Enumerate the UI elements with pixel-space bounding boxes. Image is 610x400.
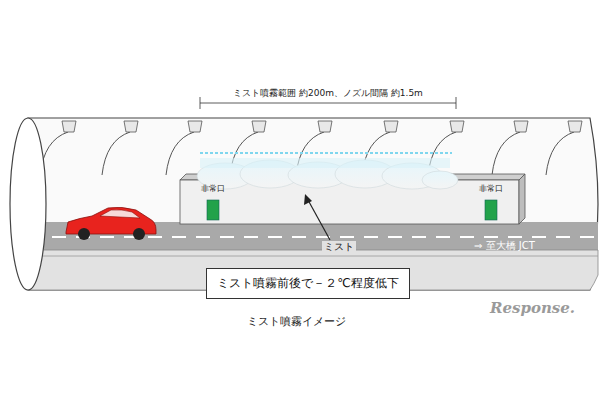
door-label: 非常口 [479, 184, 503, 193]
tunnel-lamp [318, 121, 332, 132]
tunnel-lamp [568, 121, 582, 132]
tunnel-lamp [252, 121, 266, 132]
emergency-door [485, 200, 497, 220]
door-label: 非常口 [201, 184, 225, 193]
dimension-label: ミスト噴霧範囲 約200m、ノズル間隔 約1.5m [231, 88, 425, 98]
caption: ミスト噴霧イメージ [247, 316, 346, 329]
tunnel-lamp [384, 121, 398, 132]
dimension-line [200, 97, 456, 109]
mist-cloud [197, 158, 458, 189]
curb-edge [28, 256, 598, 257]
tunnel-rib [102, 132, 130, 175]
mist-label: ミスト [322, 241, 356, 253]
tunnel-lamp [450, 121, 464, 132]
direction-label: ⇒ 至大橋 JCT [474, 240, 535, 252]
tunnel-lamp [62, 121, 76, 132]
mist-nozzles [200, 152, 452, 154]
callout-box: ミスト噴霧前後で－２℃程度低下 [206, 268, 409, 299]
watermark: Response. [490, 300, 575, 317]
tunnel-lamp [124, 121, 138, 132]
callout-text: ミスト噴霧前後で－２℃程度低下 [217, 275, 398, 292]
tunnel-rib [492, 132, 520, 175]
tunnel-rib [546, 132, 574, 175]
tunnel-opening [10, 118, 46, 290]
tunnel-rib [166, 132, 194, 175]
wall-side [519, 174, 525, 224]
car [66, 207, 156, 240]
tunnel-lamp [514, 121, 528, 132]
tunnel-tube [28, 118, 598, 290]
mist-leader [304, 194, 330, 240]
emergency-door [207, 200, 219, 220]
tunnel-lamp [188, 121, 202, 132]
lane-mark [28, 236, 598, 238]
